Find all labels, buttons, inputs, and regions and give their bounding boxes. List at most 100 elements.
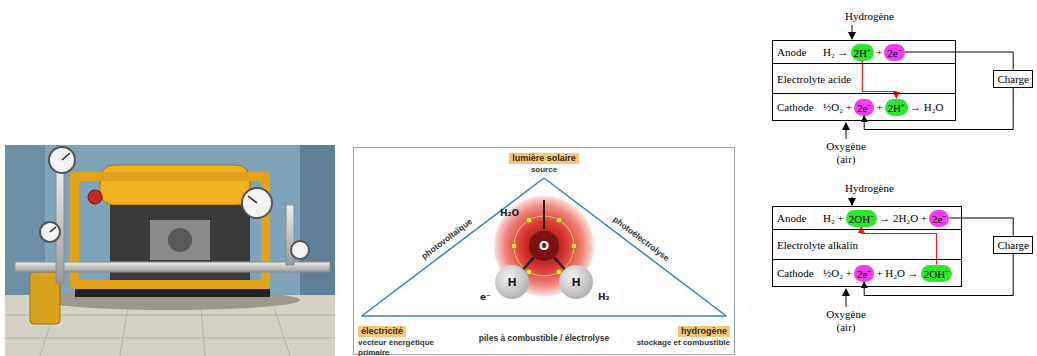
node-caption: stockage et combustible [637, 338, 730, 348]
node-label: hydrogène [678, 326, 730, 337]
ion-symbol: 2H⁺ [888, 100, 905, 115]
ion-circle: 2e⁻ [854, 265, 874, 282]
load-label: Charge [997, 239, 1029, 251]
energy-vector-tag: électricitévecteur énergétique primaire [358, 316, 450, 356]
electrode-name: Cathode [777, 101, 821, 113]
equation-part: + H₂O → [876, 267, 918, 279]
generator-photo-part [5, 145, 335, 295]
generator-photo-part [62, 153, 70, 160]
ion-circle: 2e⁻ [884, 44, 904, 61]
node-caption: vecteur énergétique primaire [358, 338, 450, 356]
hydrogen-atom: H [495, 265, 529, 299]
electrode-name: Anode [777, 46, 821, 58]
triangle-panel-part [511, 243, 517, 249]
oxygen-atom: O [529, 231, 559, 261]
electron-label: e⁻ [480, 292, 491, 302]
ion-circle: 2H⁺ [885, 99, 908, 116]
triangle-panel-part [571, 243, 577, 249]
chemical-bond [554, 257, 565, 269]
equation-part: → H₂O [910, 101, 943, 113]
load-label: Charge [997, 73, 1029, 85]
ion-symbol: 2e⁻ [932, 211, 946, 226]
generator-photo-part [248, 196, 257, 203]
generator-photo-part [75, 289, 270, 297]
formula-label: H₂ [598, 292, 609, 302]
electrolyte-name: Electrolyte acide [777, 73, 851, 85]
generator-photo-part [5, 145, 335, 356]
atom-symbol: O [539, 239, 549, 253]
equation-part: + [876, 46, 882, 58]
triangle-panel-part [354, 148, 735, 355]
energy-storage-tag: hydrogènestockage et combustible [637, 316, 730, 348]
anode-layer: AnodeH₂ + → 2H₂O + 2OH⁻ 2e⁻ [772, 206, 962, 230]
circuit-wire [905, 52, 1014, 70]
conversion-line [362, 178, 544, 316]
ion-symbol: 2OH⁻ [924, 266, 949, 281]
ion-circle: 2H⁺ [851, 44, 874, 61]
triangle-panel-part [526, 217, 532, 223]
equation-part: + [876, 101, 882, 113]
triangle-panel-part [494, 196, 594, 296]
conversion-line [362, 315, 727, 317]
ion-symbol: 2e⁻ [857, 266, 871, 281]
ion-symbol: 2e⁻ [887, 45, 901, 60]
edge-label: piles à combustible / électrolyse [477, 333, 611, 344]
equation-part: H₂ + [823, 212, 844, 224]
hydrogen-atom: H [559, 265, 593, 299]
node-label: lumière solaire [509, 153, 579, 164]
gas-leader-arrows-part [846, 123, 847, 139]
generator-photo-part [291, 241, 309, 259]
circuit-wire [950, 218, 1014, 236]
energy-source-tag: lumière solairesource [509, 147, 579, 178]
load-box: Charge [993, 236, 1033, 254]
generator-photo [5, 145, 335, 356]
generator-photo-part [70, 280, 270, 289]
ion-circle: 2OH⁻ [921, 265, 952, 282]
ion-symbol: 2H⁺ [854, 45, 871, 60]
generator-photo-part [100, 165, 250, 205]
generator-photo-part [50, 227, 56, 232]
edge-label: photoélectrolyse [609, 213, 673, 265]
electrode-name: Anode [777, 212, 821, 224]
gas-label: Oxygène (air) [826, 308, 866, 334]
gas-leader-arrows [846, 25, 852, 307]
equation-part: ½O₂ + [823, 101, 852, 113]
equation-part: → 2H₂O + [879, 212, 927, 224]
atom-symbol: H [571, 276, 580, 289]
triangle-panel [354, 148, 735, 355]
gas-label: Hydrogène [845, 182, 894, 195]
electrolyte-name: Electrolyte alkalin [777, 239, 858, 251]
electrode-name: Cathode [777, 267, 821, 279]
generator-photo-part [40, 222, 60, 242]
cathode-layer: Cathode½O₂ ++ H₂O →2e⁻2OH⁻ [772, 259, 962, 287]
node-caption: source [509, 165, 579, 175]
ion-symbol: 2e⁻ [857, 100, 871, 115]
gas-label: Oxygène (air) [826, 140, 866, 166]
cathode-layer: Cathode½O₂ + + → H₂O 2e⁻ 2H⁺ [772, 93, 956, 121]
generator-photo-part [242, 188, 272, 218]
gas-leader-arrows-part [852, 197, 853, 205]
chemical-bond [523, 257, 534, 269]
electrolyte-layer: Electrolyte acide [772, 63, 956, 94]
generator-photo-part [168, 228, 192, 252]
ion-circle: 2e⁻ [854, 99, 874, 116]
triangle-panel-part [543, 200, 545, 229]
electrolyte-layer: Electrolyte alkalin [772, 229, 962, 260]
node-label: électricité [358, 326, 406, 337]
gas-label: Hydrogène [845, 10, 894, 23]
equation-part: H₂ → [823, 46, 849, 58]
atom-symbol: H [507, 276, 516, 289]
formula-label: H₂O [500, 208, 519, 218]
generator-photo-part [88, 190, 102, 204]
generator-photo-part [70, 172, 270, 181]
generator-photo-part [40, 290, 300, 310]
ion-symbol: 2OH⁻ [849, 211, 874, 226]
generator-photo-part [150, 220, 210, 260]
conversion-line [544, 178, 726, 316]
gas-leader-arrows-part [852, 25, 853, 39]
generator-photo-part [49, 147, 75, 173]
ion-circle: 2OH⁻ [846, 210, 877, 227]
edge-label: photovoltaïque [418, 215, 476, 263]
anode-layer: AnodeH₂ → +2H⁺ 2e⁻ [772, 40, 956, 64]
